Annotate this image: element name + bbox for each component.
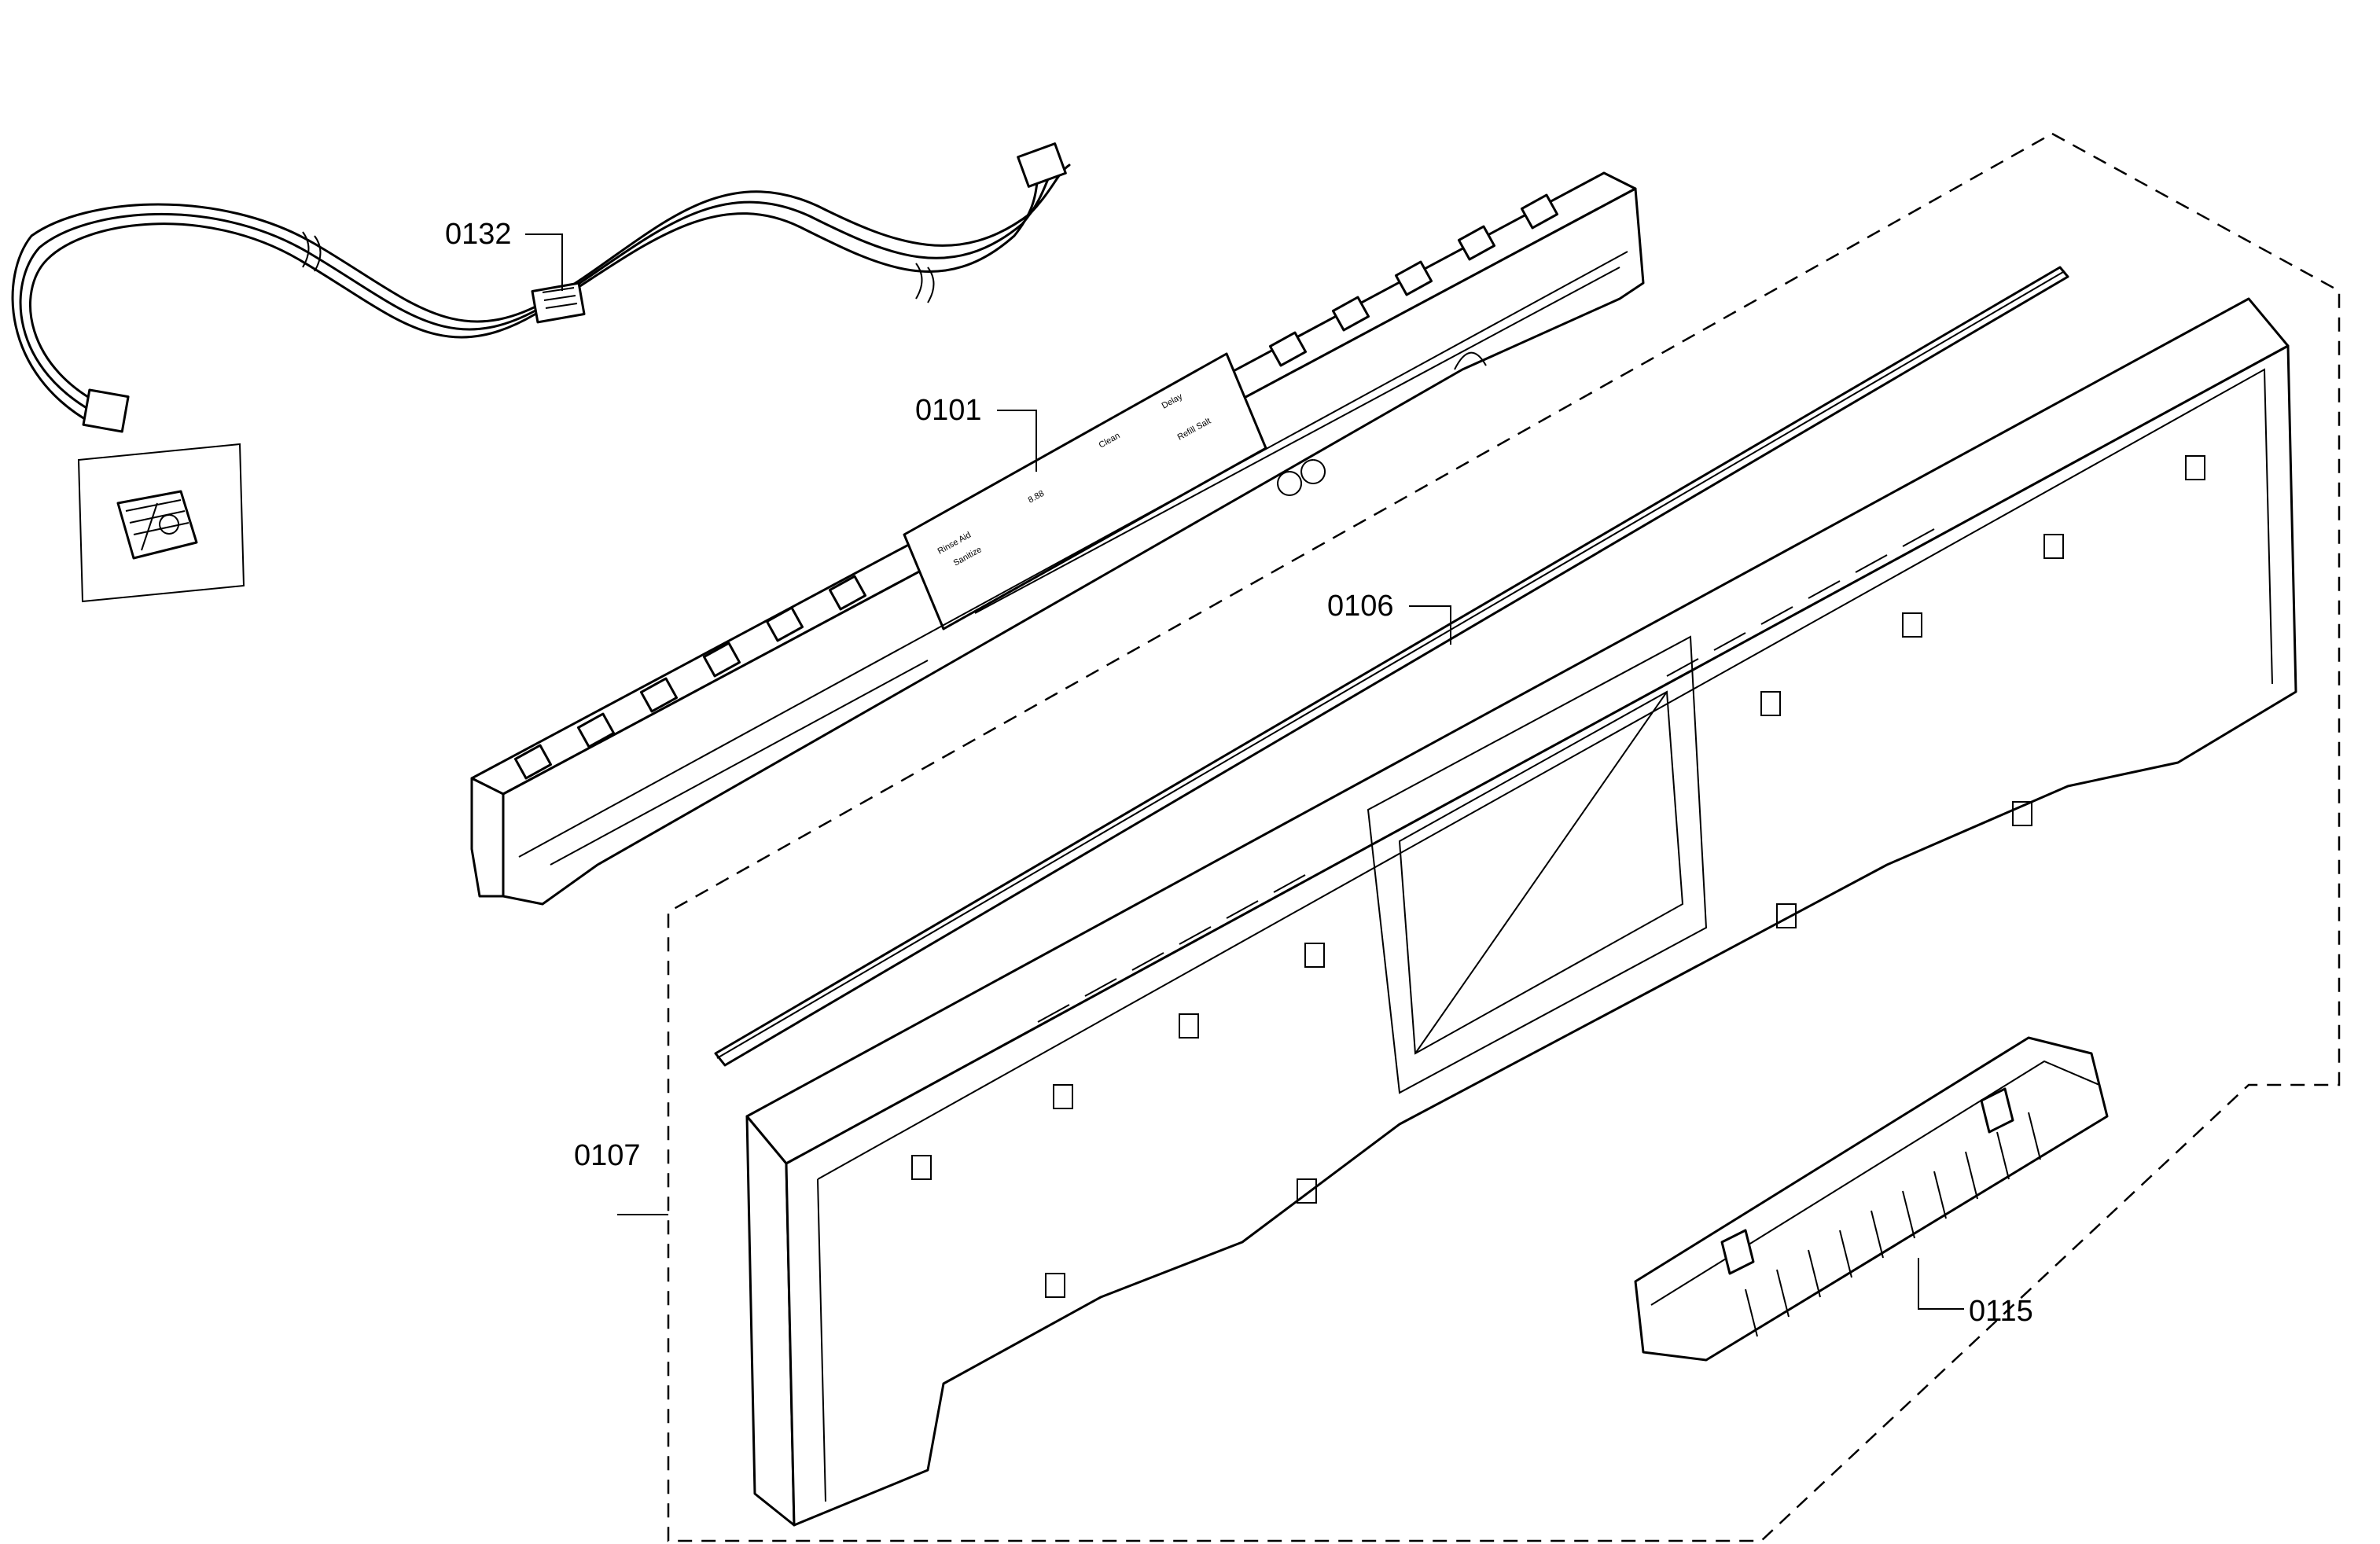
front-panel-0107 [745,297,2297,1527]
leader-0115 [1918,1258,1964,1310]
control-module-0101: 8.88 Clean Sanitize Rinse Aid Delay Refi… [470,171,1645,906]
assembly-group-outline [667,132,2341,1542]
handle-0115 [1634,1036,2109,1362]
light-guide-0106 [714,266,2069,1067]
harness-connector-center [531,281,586,324]
part-label-0132: 0132 [445,218,512,251]
harness-connector-end-left [82,388,130,433]
leader-0106 [1409,605,1451,645]
part-label-0115: 0115 [1969,1295,2033,1328]
part-label-0101: 0101 [915,394,982,427]
part-label-0107: 0107 [574,1139,641,1172]
wire-harness-0132 [11,142,1071,433]
part-label-0106: 0106 [1327,590,1394,623]
leader-0132 [525,233,563,291]
connector-detail-inset [77,443,245,603]
leader-0101 [997,410,1037,472]
harness-connector-end-right [1017,142,1067,188]
